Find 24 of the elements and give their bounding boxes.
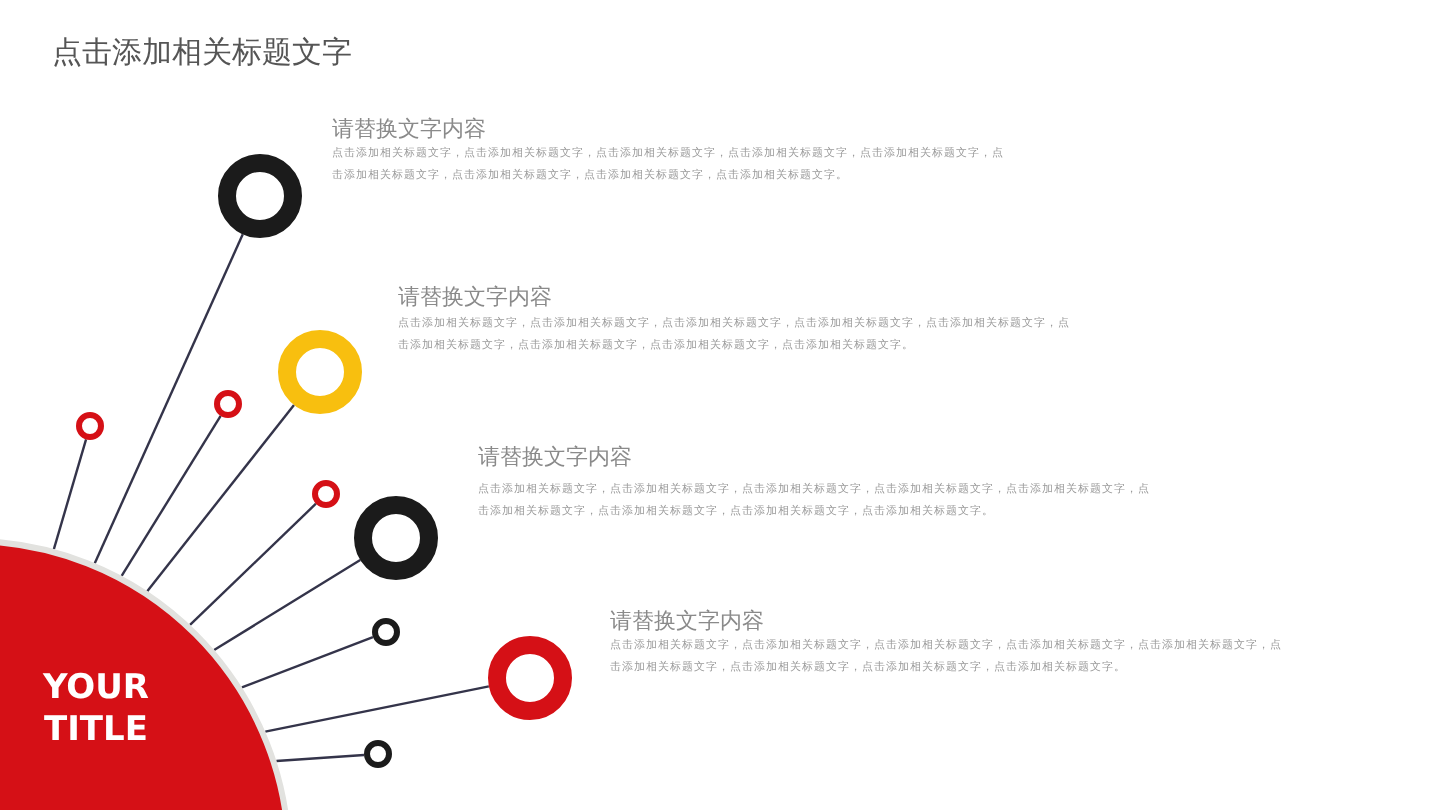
ring-icon xyxy=(488,636,572,720)
heading-text: 请替换文字内容 xyxy=(478,444,632,472)
ring-icon xyxy=(312,480,340,508)
slide-title: 点击添加相关标题文字 xyxy=(52,34,352,72)
connector-line xyxy=(52,439,88,550)
ring-icon xyxy=(214,390,242,418)
connector-line xyxy=(146,404,295,592)
connector-line xyxy=(276,753,365,763)
connector-line xyxy=(265,685,490,733)
ring-icon xyxy=(76,412,104,440)
connector-line xyxy=(120,415,222,577)
ring-icon xyxy=(218,154,302,238)
connector-line xyxy=(241,635,374,689)
ring-icon xyxy=(372,618,400,646)
ring-icon xyxy=(278,330,362,414)
connector-line xyxy=(213,559,361,652)
heading-text: 请替换文字内容 xyxy=(610,608,764,636)
connector-line xyxy=(93,233,244,564)
ring-icon xyxy=(364,740,392,768)
connector-line xyxy=(189,502,317,626)
ring-icon xyxy=(354,496,438,580)
title-text: YOUR TITLE xyxy=(40,668,152,752)
heading-text: 请替换文字内容 xyxy=(398,284,552,312)
heading-text: 请替换文字内容 xyxy=(332,116,486,144)
